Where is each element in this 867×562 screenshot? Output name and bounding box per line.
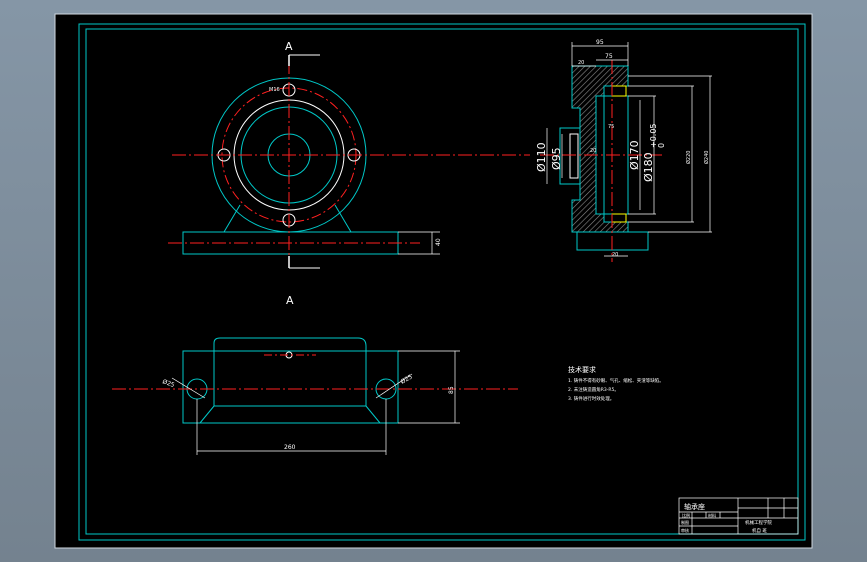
front-support-ribs: [223, 204, 352, 233]
side-bore-left: [559, 127, 581, 185]
plan-body-outline: [213, 337, 367, 407]
title-scale-label: 比例: [682, 512, 690, 518]
dim-dia-220: Ø220: [685, 151, 692, 164]
inner-border: [85, 28, 799, 535]
section-label-top: A: [285, 40, 293, 53]
plan-hole-leader-left: [171, 377, 206, 399]
notes-title: 技术要求: [568, 365, 596, 374]
title-drawn-label: 制图: [681, 519, 689, 525]
dim-inner-width: 75: [605, 53, 613, 60]
plan-base-outline: [182, 350, 399, 424]
title-block: [678, 497, 799, 535]
dim-dia-180: Ø180: [642, 152, 655, 182]
title-school: 机械工程学院: [745, 519, 772, 526]
title-material-label: 材料: [708, 512, 716, 518]
title-block-frame: [678, 497, 799, 535]
plan-support-right: [365, 405, 381, 424]
title-class: 机自 班: [752, 527, 767, 534]
dim-base-width: 20: [612, 252, 618, 258]
hole-callout: M16: [269, 87, 280, 93]
plan-hole-leader-right: [375, 373, 413, 399]
title-part-name: 轴承座: [684, 502, 705, 511]
dim-plan-length: 260: [284, 444, 296, 451]
dim-left-step: 20: [578, 60, 584, 66]
side-view: 95 75 20 75 20 20 Ø110 Ø95 Ø170 Ø180 +0.…: [535, 39, 712, 262]
dim-top-width: 95: [596, 39, 604, 46]
plan-view: Ø25 Ø25 260 85: [112, 337, 518, 455]
dim-plan-height: 85: [448, 386, 455, 394]
title-checked-label: 审核: [681, 527, 689, 533]
drawing-sheet: [54, 13, 813, 549]
notes-item-2: 2. 未注铸造圆角R3-R5。: [568, 386, 619, 393]
dim-dia-110: Ø110: [535, 142, 548, 172]
dim-flange-thickness: 20: [590, 148, 596, 154]
plan-support-left: [199, 405, 215, 424]
dim-bore-depth: 75: [608, 124, 614, 130]
front-view: A A M16 40: [168, 40, 530, 307]
technical-notes: 技术要求 1. 铸件不得有砂眼、气孔、缩松、夹渣等缺陷。 2. 未注铸造圆角R3…: [568, 365, 664, 402]
dim-dia-95: Ø95: [550, 147, 563, 170]
side-groove: [569, 133, 579, 179]
notes-item-1: 1. 铸件不得有砂眼、气孔、缩松、夹渣等缺陷。: [568, 377, 664, 384]
dim-tolerance-zero: 0: [657, 143, 666, 148]
plan-hole-left-label: Ø25: [161, 378, 175, 389]
section-label-bottom: A: [286, 294, 294, 307]
outer-border: [78, 23, 806, 541]
notes-item-3: 3. 铸件进行时效处理。: [568, 395, 614, 402]
dim-tolerance-plus: +0.05: [649, 123, 658, 148]
dim-base-height: 40: [435, 238, 442, 246]
dim-dia-240: Ø240: [703, 151, 710, 164]
dim-dia-170: Ø170: [628, 140, 641, 170]
